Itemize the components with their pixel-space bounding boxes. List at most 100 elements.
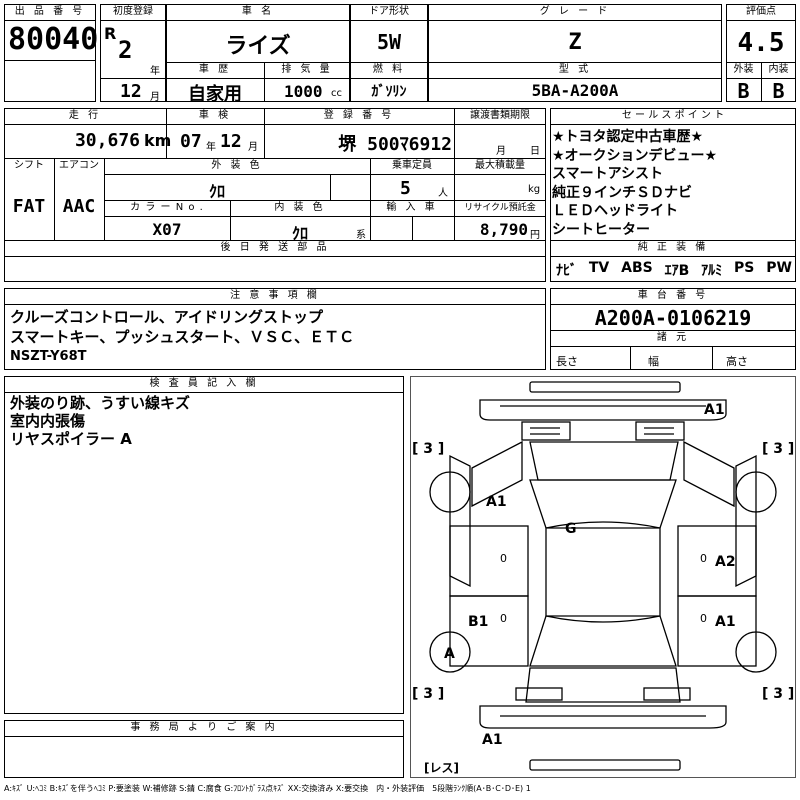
displacement-label: 排 気 量 bbox=[281, 64, 333, 75]
exterior-label: 外装 bbox=[733, 64, 754, 75]
interior-grade: B bbox=[772, 79, 785, 103]
mark-tire-fr: [ 3 ] bbox=[762, 441, 794, 457]
shift: FAT bbox=[12, 196, 46, 217]
era: R bbox=[104, 24, 117, 43]
inspection-year-unit: 年 bbox=[206, 142, 216, 153]
inspector-note: 外装のり跡、うすい線キズ bbox=[10, 394, 191, 412]
model-label: 型 式 bbox=[558, 64, 592, 75]
note-line: NSZT-Y68T bbox=[10, 349, 87, 364]
chassis-block bbox=[550, 288, 796, 370]
inspector-note: 室内内張傷 bbox=[10, 412, 86, 430]
inspector-note: リヤスポイラー A bbox=[10, 430, 132, 448]
sales-point: ★トヨタ認定中古車歴★ bbox=[552, 129, 704, 145]
history: 自家用 bbox=[188, 84, 242, 105]
mark-tire-fl: [ 3 ] bbox=[412, 441, 444, 457]
car-diagram-frame bbox=[410, 376, 796, 778]
door-label: ドア形状 bbox=[369, 6, 409, 17]
score: 4.5 bbox=[737, 28, 785, 58]
ext-color: ｸﾛ bbox=[208, 182, 225, 201]
lot-number: 80040 bbox=[8, 22, 99, 57]
capacity-label: 乗車定員 bbox=[392, 160, 432, 171]
genuine-equip-list: ﾅﾋﾞ TV ABS ｴｱB ｱﾙﾐ PS PW bbox=[556, 260, 792, 280]
reg-month-unit: 月 bbox=[150, 92, 160, 103]
aircon: AAC bbox=[62, 196, 96, 217]
later-parts-label: 後 日 発 送 部 品 bbox=[220, 242, 330, 253]
mark-left-rear-wheel: A bbox=[444, 646, 455, 662]
transfer-doc-label: 譲渡書類期限 bbox=[470, 110, 530, 121]
note-line: クルーズコントロール、アイドリングストップ bbox=[10, 308, 324, 326]
inspection-year: 07 bbox=[180, 131, 202, 152]
color-no-label: カ ラ ー N o . bbox=[130, 202, 204, 213]
inspector-label: 検 査 員 記 入 欄 bbox=[149, 378, 259, 389]
first-registration-label: 初度登録 bbox=[113, 6, 153, 17]
chassis-label: 車 台 番 号 bbox=[637, 290, 709, 301]
recycle-unit: 円 bbox=[530, 230, 540, 241]
transfer-day-unit: 日 bbox=[530, 146, 540, 157]
car-name-label: 車 名 bbox=[241, 6, 275, 17]
spec-length: 長さ bbox=[556, 355, 578, 368]
sales-point: ＬＥＤヘッドライト bbox=[552, 203, 678, 219]
office-label: 事 務 局 よ り ご 案 内 bbox=[130, 722, 278, 733]
vehicle-details-block bbox=[4, 108, 546, 282]
mileage-label: 走 行 bbox=[68, 110, 102, 121]
notes-block bbox=[4, 288, 546, 370]
grade: Z bbox=[568, 30, 582, 55]
displacement-unit: cc bbox=[331, 88, 342, 99]
legend: A:ｷｽﾞ U:ﾍｺﾐ B:ｷｽﾞを伴うﾍｺﾐ P:要塗装 W:補修跡 S:錆 … bbox=[4, 784, 531, 793]
history-label: 車 歴 bbox=[198, 64, 232, 75]
int-color-label: 内 装 色 bbox=[274, 202, 326, 213]
office-block bbox=[4, 720, 404, 778]
fuel: ｶﾞｿﾘﾝ bbox=[371, 84, 407, 100]
int-color: ｸﾛ bbox=[291, 224, 308, 243]
specs-label: 諸 元 bbox=[656, 332, 690, 343]
reg-year-unit: 年 bbox=[150, 66, 160, 77]
sales-point: 純正９インチＳＤナビ bbox=[552, 184, 692, 201]
car-diagram: A1 A1 G A2 B1 A1 A A1 [ 3 ] [ 3 ] [ 3 ] … bbox=[412, 381, 794, 775]
aircon-label: エアコン bbox=[59, 160, 99, 171]
transfer-month-unit: 月 bbox=[496, 146, 506, 157]
door-type: 5W bbox=[376, 30, 402, 54]
equip-item: ｴｱB bbox=[664, 263, 690, 279]
inspection-label: 車 検 bbox=[198, 110, 232, 121]
max-load-unit: kg bbox=[528, 184, 541, 195]
mark-right-rear-door: A1 bbox=[715, 614, 736, 630]
interior-label: 内装 bbox=[768, 64, 789, 75]
spec-height: 高さ bbox=[726, 355, 748, 368]
equip-item: PW bbox=[766, 260, 792, 276]
recycle-amount: 8,790 bbox=[479, 220, 528, 239]
mark-rest: [レス] bbox=[424, 761, 459, 775]
capacity-unit: 人 bbox=[438, 188, 448, 199]
sales-point: ★オークションデビュー★ bbox=[552, 147, 718, 164]
capacity: 5 bbox=[400, 178, 411, 199]
mark-right-front-door: A2 bbox=[715, 554, 736, 570]
reg-month: 12 bbox=[120, 81, 142, 102]
sales-point: シートヒーター bbox=[552, 221, 650, 238]
note-line: スマートキー、プッシュスタート、ＶＳＣ、ＥＴＣ bbox=[10, 328, 355, 346]
inspection-month-unit: 月 bbox=[248, 142, 258, 153]
notes-label: 注 意 事 項 欄 bbox=[230, 290, 320, 301]
spec-width: 幅 bbox=[648, 355, 659, 368]
chassis-number: A200A-0106219 bbox=[594, 306, 752, 330]
reg-number-label: 登 録 番 号 bbox=[323, 110, 395, 121]
mark-left-rear-door: B1 bbox=[468, 614, 488, 630]
mark-windshield: G bbox=[565, 521, 577, 537]
notes-list: クルーズコントロール、アイドリングストップ スマートキー、プッシュスタート、ＶＳ… bbox=[10, 307, 354, 367]
equip-item: PS bbox=[734, 260, 755, 276]
color-no: X07 bbox=[152, 220, 182, 239]
mileage: 30,676 bbox=[74, 130, 140, 151]
shift-label: シフト bbox=[14, 160, 44, 171]
fuel-label: 燃 料 bbox=[372, 64, 406, 75]
model-code: 5BA-A200A bbox=[531, 81, 619, 100]
mark-door-rr: 0 bbox=[700, 612, 707, 625]
mark-door-fr: 0 bbox=[700, 552, 707, 565]
equip-item: ABS bbox=[621, 260, 653, 276]
reg-year: 2 bbox=[118, 36, 133, 64]
recycle-label: リサイクル預託金 bbox=[464, 203, 536, 213]
inspection-month: 12 bbox=[220, 131, 242, 152]
inspector-block bbox=[4, 376, 404, 714]
sales-points-list: ★トヨタ認定中古車歴★ ★オークションデビュー★ スマートアシスト 純正９インチ… bbox=[552, 128, 794, 239]
genuine-equip-label: 純 正 装 備 bbox=[637, 242, 709, 253]
import-label: 輸 入 車 bbox=[386, 202, 438, 213]
mark-door-rl: 0 bbox=[500, 612, 507, 625]
exterior-grade: B bbox=[737, 79, 750, 103]
